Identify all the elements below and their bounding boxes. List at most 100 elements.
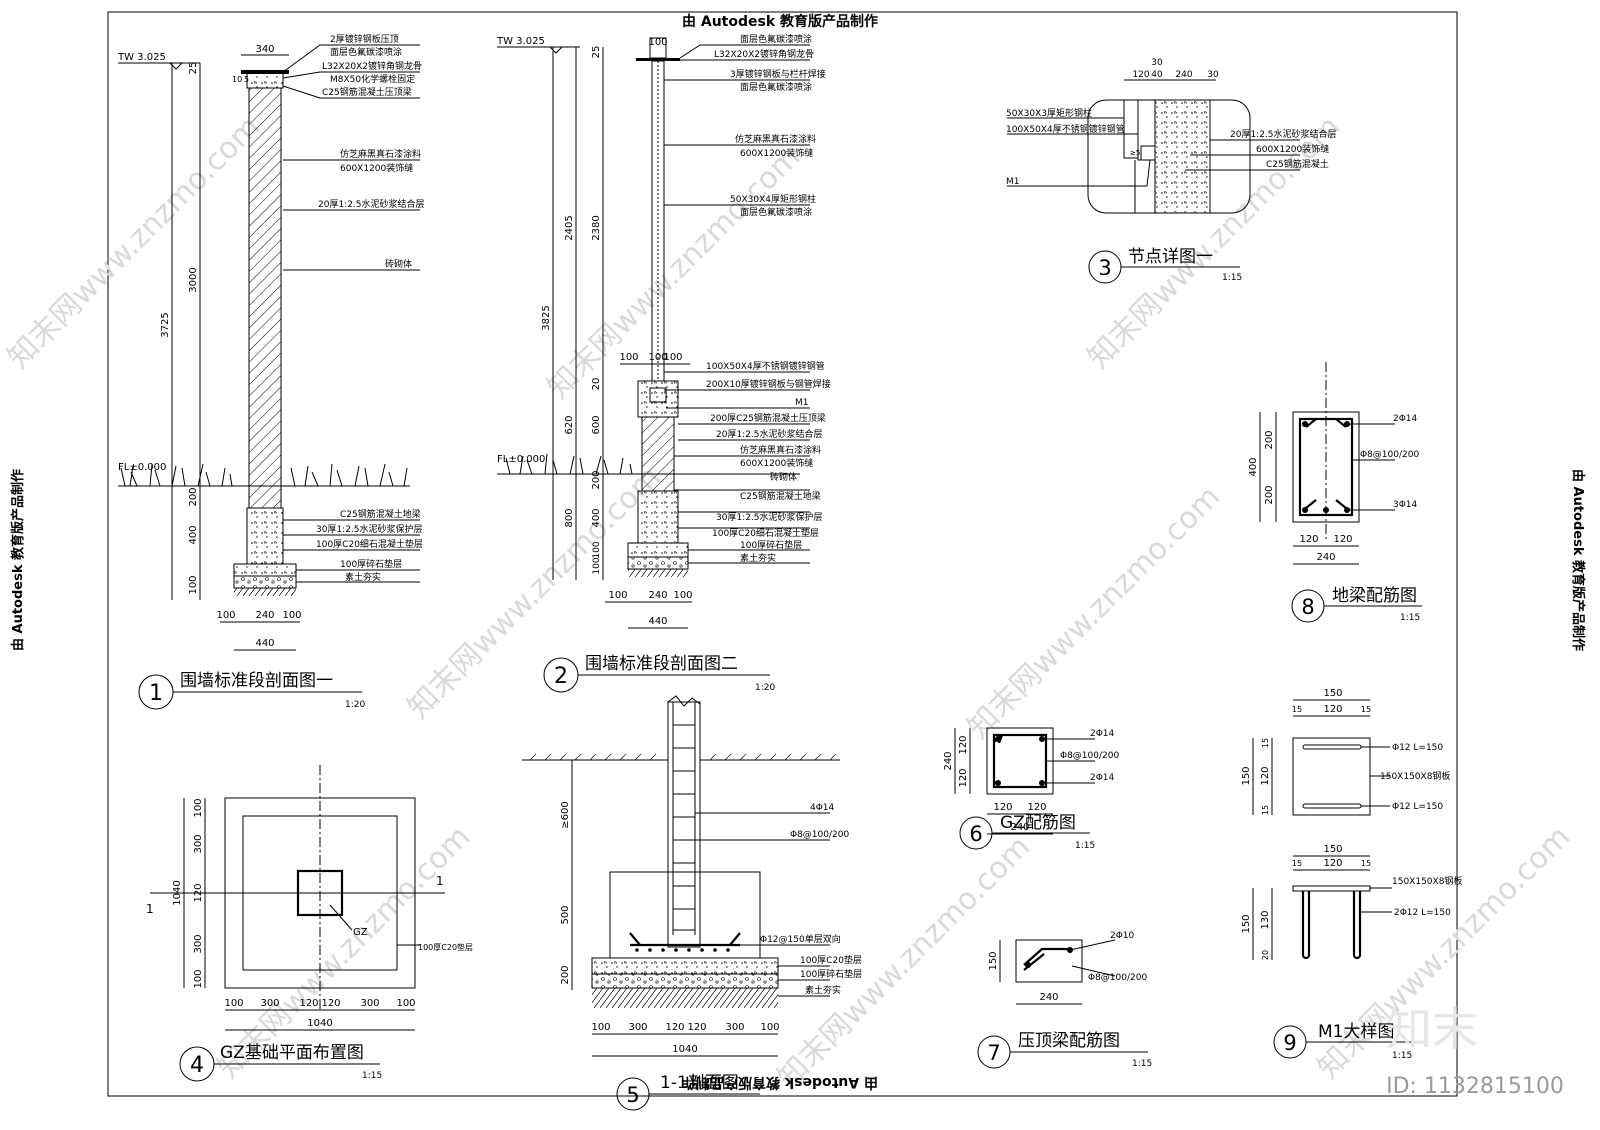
s2-title-scale: 1:20 xyxy=(755,683,775,693)
s8-dim-v-200b: 200 xyxy=(1264,485,1275,504)
s2-dim-v-200: 200 xyxy=(591,470,602,489)
s6-dim-v-120a: 120 xyxy=(958,735,969,754)
s5-soil xyxy=(592,988,778,1008)
s1-dim-v-200: 200 xyxy=(188,487,199,506)
s5-leaders xyxy=(695,812,830,997)
s6-stirrup xyxy=(992,733,1048,789)
s2-title-text: 围墙标准段剖面图二 xyxy=(585,654,738,674)
s1-dim-b-100a: 100 xyxy=(216,610,235,621)
svg-text:知末网www.znzmo.com: 知末网www.znzmo.com xyxy=(1,109,267,375)
s4-dim-h-120a: 120 xyxy=(299,998,318,1009)
s2-label-1: L32X20X2镀锌角钢龙骨 xyxy=(714,48,814,60)
s8-beam-section xyxy=(1292,411,1360,523)
section-5: 4Φ14 Φ8@100/200 Φ12@150单层双向 100厚C20垫层 10… xyxy=(522,695,862,1111)
s1-dim-top: 340 xyxy=(255,44,274,55)
s1-dim-v-3725: 3725 xyxy=(160,312,171,337)
s1-grass xyxy=(120,463,408,487)
s1-label-2: L32X20X2镀锌角钢龙骨 xyxy=(322,60,422,72)
s2-label-19: 100厚碎石垫层 xyxy=(740,539,802,551)
s8-title-scale: 1:15 xyxy=(1400,613,1420,623)
s6-note-0: 2Φ14 xyxy=(1090,729,1115,739)
s2-fl-level: FL±0.000 xyxy=(497,454,545,465)
s9-dim2-top-15b: 15 xyxy=(1361,859,1371,868)
s5-title-text: 1-1剖面图 xyxy=(660,1073,739,1093)
s2-label-3: 面层色氟碳漆喷涂 xyxy=(740,81,812,93)
s2-dim-b-440: 440 xyxy=(648,616,667,627)
s2-top-plate xyxy=(636,58,680,61)
s5-note-4: 100厚碎石垫层 xyxy=(800,968,862,980)
s5-note-2: Φ12@150单层双向 xyxy=(760,933,841,945)
s4-dim-v-100b: 100 xyxy=(193,969,204,988)
s2-title-number: 2 xyxy=(554,664,568,689)
s2-label-9: 200X10厚镀锌钢板与钢管焊接 xyxy=(706,378,831,390)
s2-label-6: 50X30X4厚矩形钢柱 xyxy=(730,193,816,205)
s8-dim-v-200a: 200 xyxy=(1264,430,1275,449)
s8-dim-h-120a: 120 xyxy=(1299,534,1318,545)
s8-dim-h-240: 240 xyxy=(1316,552,1335,563)
s1-label-10: 30厚1:2.5水泥砂浆保护层 xyxy=(316,523,423,535)
s5-note-5: 素土夯实 xyxy=(805,984,841,996)
s3-concrete xyxy=(1154,99,1211,214)
s7-title-text: 压顶梁配筋图 xyxy=(1018,1031,1120,1051)
s2-dim-v-2380: 2380 xyxy=(591,215,602,240)
s6-dim-h-240: 240 xyxy=(1010,822,1029,833)
s3-title-scale: 1:15 xyxy=(1222,273,1242,283)
s9-dim2-top-15a: 15 xyxy=(1292,859,1302,868)
s4-dim-v-1040: 1040 xyxy=(172,880,183,905)
s2-dim-top: 100 xyxy=(648,37,667,48)
s2-label-20: 素土夯实 xyxy=(740,552,776,564)
s2-dim-v-20: 20 xyxy=(591,378,602,391)
s5-note-1: Φ8@100/200 xyxy=(790,830,849,840)
s1-dim-b-100b: 100 xyxy=(282,610,301,621)
s2-label-2: 3厚镀锌钢板与栏杆焊接 xyxy=(730,68,826,80)
s2-dim-v-100a: 100 xyxy=(592,541,602,558)
s4-cut-right: 1 xyxy=(436,874,444,888)
s5-dim-v-500: 500 xyxy=(560,905,571,924)
s8-stirrup xyxy=(1298,417,1354,517)
s1-soil xyxy=(234,588,296,596)
brand-logo: 知末 xyxy=(1386,1002,1478,1056)
s7-note-0: 2Φ10 xyxy=(1110,931,1135,941)
s2-label-13: 仿芝麻黑真石漆涂料 xyxy=(740,444,821,456)
s4-title-scale: 1:15 xyxy=(362,1071,382,1081)
s4-dim-h-100b: 100 xyxy=(396,998,415,1009)
s9-title-scale: 1:15 xyxy=(1392,1051,1412,1061)
s4-title-number: 4 xyxy=(190,1053,204,1078)
s2-label-15: 砖砌体 xyxy=(770,471,797,483)
s5-dim-h-120a: 120 xyxy=(665,1022,684,1033)
edu-stamp-left: 由 Autodesk 教育版产品制作 xyxy=(10,469,26,651)
s5-note-3: 100厚C20垫层 xyxy=(800,954,862,966)
s6-dim-h-120a: 120 xyxy=(993,802,1012,813)
s6-note-1: Φ8@100/200 xyxy=(1060,751,1119,761)
s9-note2-1: 2Φ12 L=150 xyxy=(1394,908,1451,918)
s9-dim-v-150: 150 xyxy=(1241,766,1252,785)
s7-beam-section xyxy=(1015,939,1083,983)
s4-dim-h-100a: 100 xyxy=(224,998,243,1009)
s1-coping-plate xyxy=(241,70,289,74)
s2-gravel xyxy=(627,556,689,570)
s7-dim-v-150: 150 xyxy=(988,951,999,970)
s1-dim-v-100: 100 xyxy=(188,575,199,594)
s2-dim-mid-2: 100 xyxy=(663,352,682,363)
s8-note-0: 2Φ14 xyxy=(1393,414,1418,424)
edu-stamp-top: 由 Autodesk 教育版产品制作 xyxy=(682,13,878,30)
s1-wall-body xyxy=(248,87,282,509)
edu-stamp-bottom: 由 Autodesk 教育版产品制作 xyxy=(682,1074,878,1091)
s1-coping-beam xyxy=(246,71,284,89)
s1-dim-10: 10 xyxy=(232,75,242,84)
s9-dim2-v-130: 130 xyxy=(1260,910,1271,929)
s9-bar-bottom xyxy=(1302,803,1362,809)
s5-bottom-bars xyxy=(635,948,730,952)
s4-dim-v-100a: 100 xyxy=(193,798,204,817)
s4-title-text: GZ基础平面布置图 xyxy=(220,1043,364,1063)
s1-label-9: C25钢筋混凝土地梁 xyxy=(340,508,421,520)
s6-title-scale: 1:15 xyxy=(1075,841,1095,851)
s2-dim-v-800: 800 xyxy=(564,508,575,527)
s3-dim-30b: 30 xyxy=(1207,70,1219,80)
s9-note-0: Φ12 L=150 xyxy=(1392,743,1443,753)
s8-note-1: Φ8@100/200 xyxy=(1360,450,1419,460)
s9-dim2-top-150: 150 xyxy=(1323,844,1342,855)
s8-note-2: 3Φ14 xyxy=(1393,500,1418,510)
s2-label-5: 600X1200装饰缝 xyxy=(740,147,813,159)
s2-label-14: 600X1200装饰缝 xyxy=(740,457,813,469)
